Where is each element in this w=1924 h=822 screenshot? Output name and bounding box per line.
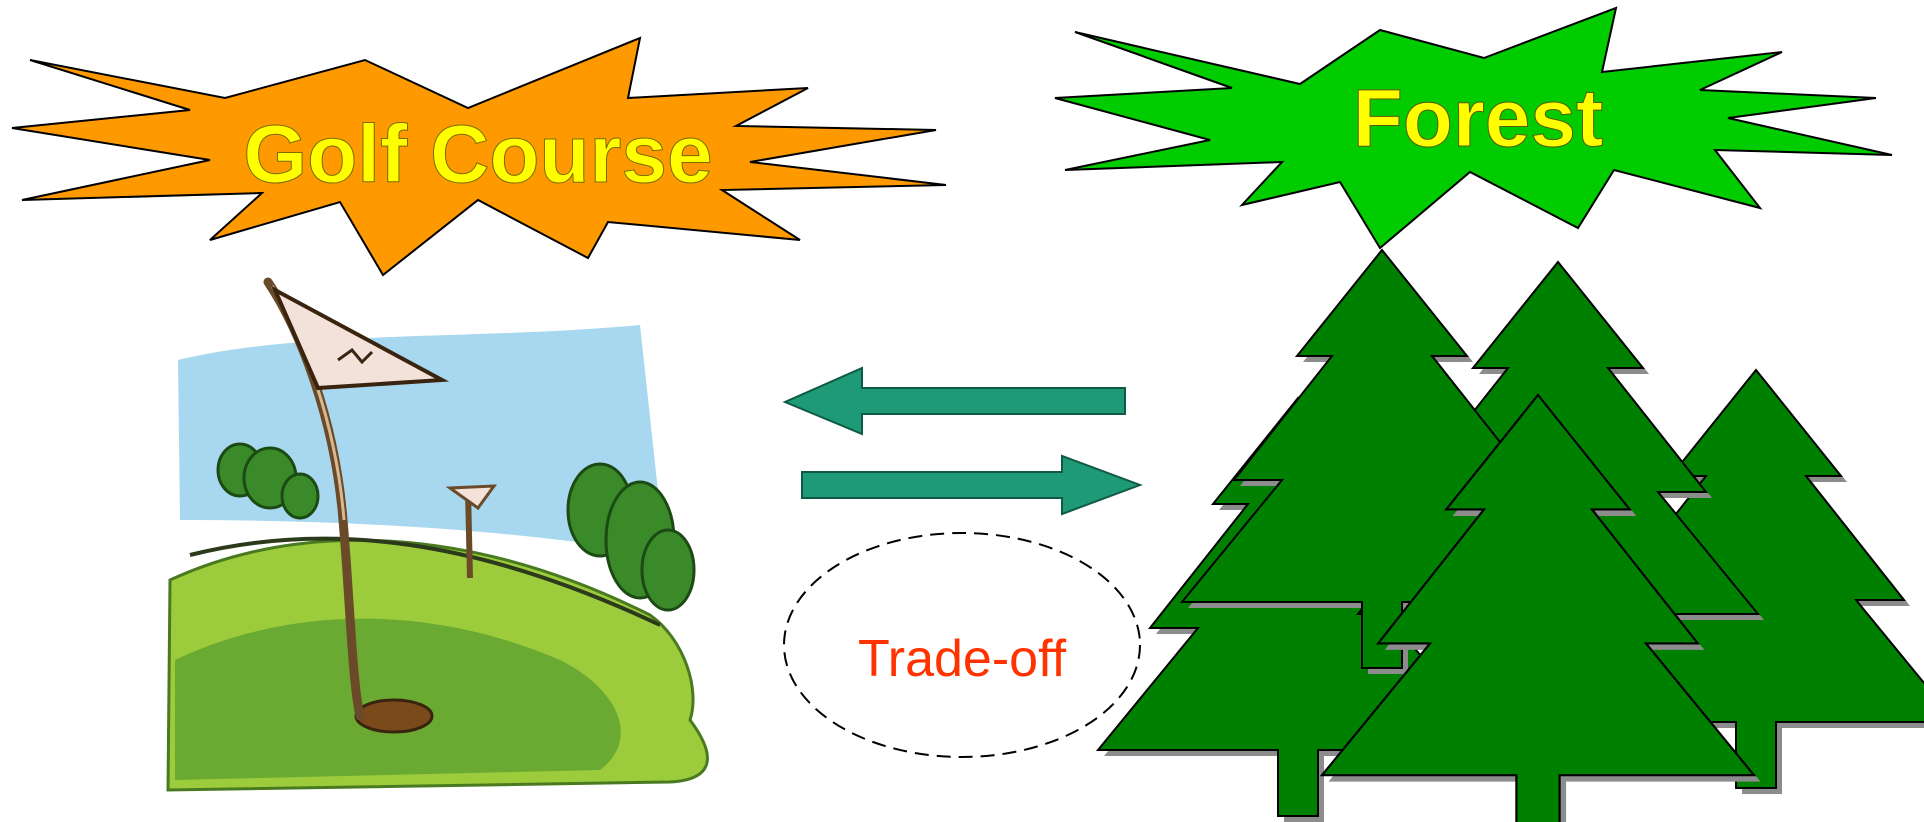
arrow-to-forest [801, 454, 1143, 516]
forest-burst: Forest [1054, 6, 1893, 250]
golf-course-burst-shape [11, 36, 947, 277]
golf-hole-icon [354, 698, 434, 734]
golf-course-illustration [166, 277, 709, 792]
golf-horizon-line [189, 536, 661, 627]
golf-course-burst: Golf Course [11, 36, 947, 277]
exchange-arrows-icon [782, 366, 1143, 516]
forest-burst-shape [1054, 6, 1893, 250]
forest-trees [1097, 249, 1924, 822]
trade-off-label: Trade-off [858, 630, 1067, 688]
bush-right-icon [566, 462, 696, 612]
bush-left-icon [216, 442, 320, 520]
golf-course-label: Golf Course [243, 109, 712, 200]
trade-off-bubble: Trade-off [783, 532, 1141, 758]
forest-label: Forest [1353, 73, 1604, 164]
small-flag-icon [445, 484, 498, 579]
arrow-to-golf [782, 366, 1126, 436]
golf-flag-icon [270, 285, 450, 391]
trade-off-ellipse [783, 532, 1141, 758]
